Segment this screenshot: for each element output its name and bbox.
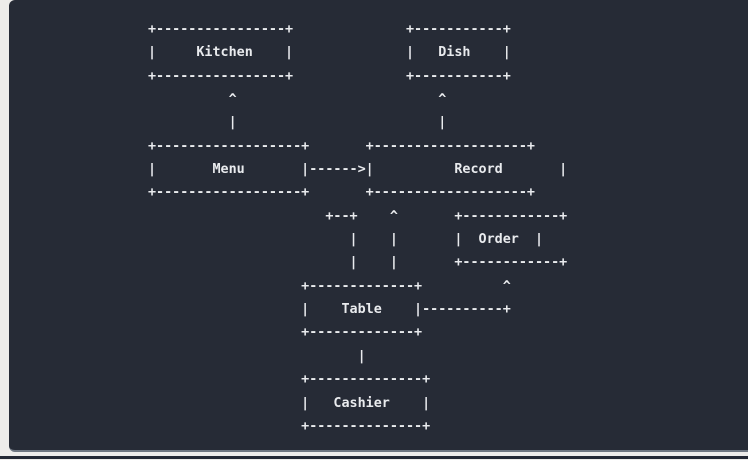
code-block-panel: +----------------+ +-----------+ | Kitch…	[9, 0, 748, 452]
ascii-diagram: +----------------+ +-----------+ | Kitch…	[148, 22, 568, 434]
bottom-divider	[0, 456, 748, 459]
